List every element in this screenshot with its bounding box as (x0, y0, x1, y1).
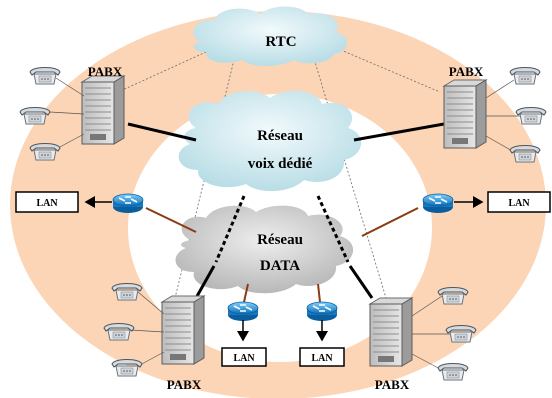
data-network-cloud: Réseau DATA (175, 205, 354, 294)
telephone-icon (29, 67, 61, 85)
pabx-server-icon (443, 79, 487, 149)
telephone-icon (111, 359, 143, 377)
pabx-server-icon (369, 297, 413, 367)
router-bottom-left (227, 301, 259, 322)
voice-network-cloud: Réseau voix dédié (178, 90, 362, 192)
pabx-bottom-left-label: PABX (167, 377, 202, 392)
lan-bottom-left: LAN (221, 347, 267, 367)
rtc-label: RTC (265, 34, 296, 50)
router-bottom-right (306, 301, 338, 322)
lan-bottom-right: LAN (299, 347, 345, 367)
lan-bottom-left-label: LAN (233, 353, 255, 364)
pabx-server-icon (161, 295, 205, 365)
router-right (422, 193, 454, 214)
telephone-icon (509, 67, 541, 85)
voice-network-label-line2: voix dédié (248, 156, 313, 172)
pabx-server-icon (81, 75, 125, 145)
pabx-bottom-left: PABX (103, 283, 205, 392)
data-links (145, 207, 419, 303)
pabx-top-left-label: PABX (88, 64, 123, 79)
voice-network-label-line1: Réseau (257, 128, 303, 144)
lan-left: LAN (15, 191, 79, 213)
router-left (112, 193, 144, 214)
pabx-top-right: PABX (443, 64, 547, 163)
pabx-top-right-label: PABX (449, 64, 484, 79)
data-network-label-line1: Réseau (257, 232, 303, 248)
router-icon (227, 301, 259, 322)
pabx-bottom-right: PABX (369, 287, 477, 392)
router-icon (112, 193, 144, 214)
data-network-label-line2: DATA (260, 258, 300, 274)
router-icon (422, 193, 454, 214)
pabx-bottom-right-label: PABX (375, 377, 410, 392)
data-to-pabx-links (194, 265, 374, 299)
voice-links (127, 122, 445, 142)
lan-right-label: LAN (508, 198, 530, 209)
voice-to-bottom-links (214, 195, 350, 263)
lan-right: LAN (487, 191, 551, 213)
rtc-cloud: RTC (193, 6, 348, 66)
lan-left-label: LAN (36, 198, 58, 209)
telephone-icon (515, 107, 547, 125)
lan-bottom-right-label: LAN (311, 353, 333, 364)
lan-arrows (84, 196, 484, 342)
telephone-icon (437, 363, 469, 381)
pabx-top-left: PABX (19, 64, 125, 161)
router-icon (306, 301, 338, 322)
